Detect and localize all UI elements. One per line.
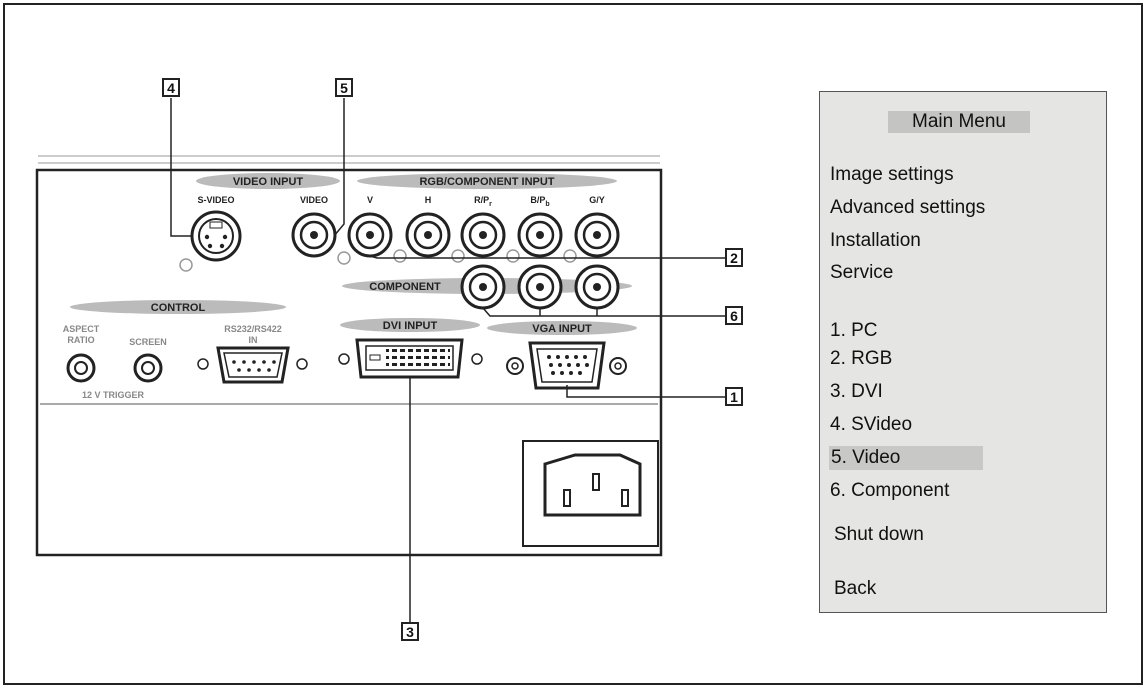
- callout-leaders: [170, 98, 726, 623]
- main-menu-panel: Main Menu Image settings Advanced settin…: [819, 91, 1107, 613]
- svg-text:VGA INPUT: VGA INPUT: [532, 323, 592, 335]
- svg-text:CONTROL: CONTROL: [151, 302, 206, 314]
- power-inlet: [522, 440, 659, 547]
- vga-connector: [506, 341, 627, 390]
- menu-item-source-dvi[interactable]: 3. DVI: [830, 381, 883, 402]
- screen-jack: [133, 353, 163, 383]
- b-pb-port-label: B/Pb: [530, 195, 549, 208]
- svg-text:3: 3: [406, 624, 414, 640]
- menu-item-source-rgb[interactable]: 2. RGB: [830, 348, 893, 369]
- vga-input-label: VGA INPUT: [487, 321, 637, 335]
- svg-text:VIDEO INPUT: VIDEO INPUT: [233, 176, 304, 188]
- video-port-label: VIDEO: [300, 195, 328, 205]
- b-pb-bnc-connector: [517, 212, 577, 263]
- component-bnc-1: [460, 264, 506, 310]
- callout-2: 2: [725, 248, 743, 267]
- callout-1: 1: [725, 387, 743, 406]
- menu-item-image-settings[interactable]: Image settings: [830, 164, 954, 185]
- menu-item-shutdown[interactable]: Shut down: [834, 524, 924, 545]
- svg-text:6: 6: [730, 308, 738, 324]
- menu-item-back[interactable]: Back: [834, 578, 877, 599]
- r-pr-port-label: R/Pr: [474, 195, 492, 208]
- s-video-port-label: S-VIDEO: [197, 195, 234, 205]
- component-bnc-2: [517, 264, 563, 310]
- v-port-label: V: [367, 195, 373, 205]
- svg-text:RGB/COMPONENT INPUT: RGB/COMPONENT INPUT: [419, 176, 554, 188]
- callout-4: 4: [162, 78, 180, 97]
- menu-item-source-video[interactable]: 5. Video: [829, 446, 983, 470]
- dvi-input-label: DVI INPUT: [340, 318, 480, 332]
- svg-text:1: 1: [730, 389, 738, 405]
- g-y-bnc-connector: [574, 212, 620, 258]
- callout-5: 5: [335, 78, 353, 97]
- menu-item-source-svideo[interactable]: 4. SVideo: [830, 414, 913, 435]
- menu-title: Main Menu: [888, 111, 1030, 133]
- dvi-connector: [338, 338, 483, 379]
- callout-3: 3: [401, 622, 419, 641]
- menu-item-advanced-settings[interactable]: Advanced settings: [830, 197, 986, 218]
- video-bnc-connector: [291, 212, 351, 265]
- svg-text:DVI INPUT: DVI INPUT: [383, 320, 438, 332]
- component-bnc-3: [574, 264, 620, 310]
- g-y-port-label: G/Y: [589, 195, 605, 205]
- svg-text:5: 5: [340, 80, 348, 96]
- svg-text:2: 2: [730, 250, 738, 266]
- menu-item-installation[interactable]: Installation: [830, 230, 921, 251]
- menu-item-source-component[interactable]: 6. Component: [830, 480, 950, 501]
- video-input-label: VIDEO INPUT: [196, 173, 340, 189]
- h-port-label: H: [425, 195, 432, 205]
- menu-item-source-pc[interactable]: 1. PC: [830, 320, 878, 341]
- svg-text:COMPONENT: COMPONENT: [369, 281, 441, 293]
- rs232-connector: [197, 346, 308, 384]
- callout-6: 6: [725, 306, 743, 325]
- trigger-label: 12 V TRIGGER: [82, 390, 145, 400]
- control-label: CONTROL: [70, 300, 286, 314]
- rgb-component-input-label: RGB/COMPONENT INPUT: [357, 173, 617, 189]
- svg-text:4: 4: [167, 80, 175, 96]
- figure-frame: [3, 3, 1143, 685]
- aspect-ratio-jack: [66, 353, 96, 383]
- screen-label: SCREEN: [129, 337, 167, 347]
- menu-item-service[interactable]: Service: [830, 262, 894, 283]
- v-bnc-connector: [347, 212, 407, 263]
